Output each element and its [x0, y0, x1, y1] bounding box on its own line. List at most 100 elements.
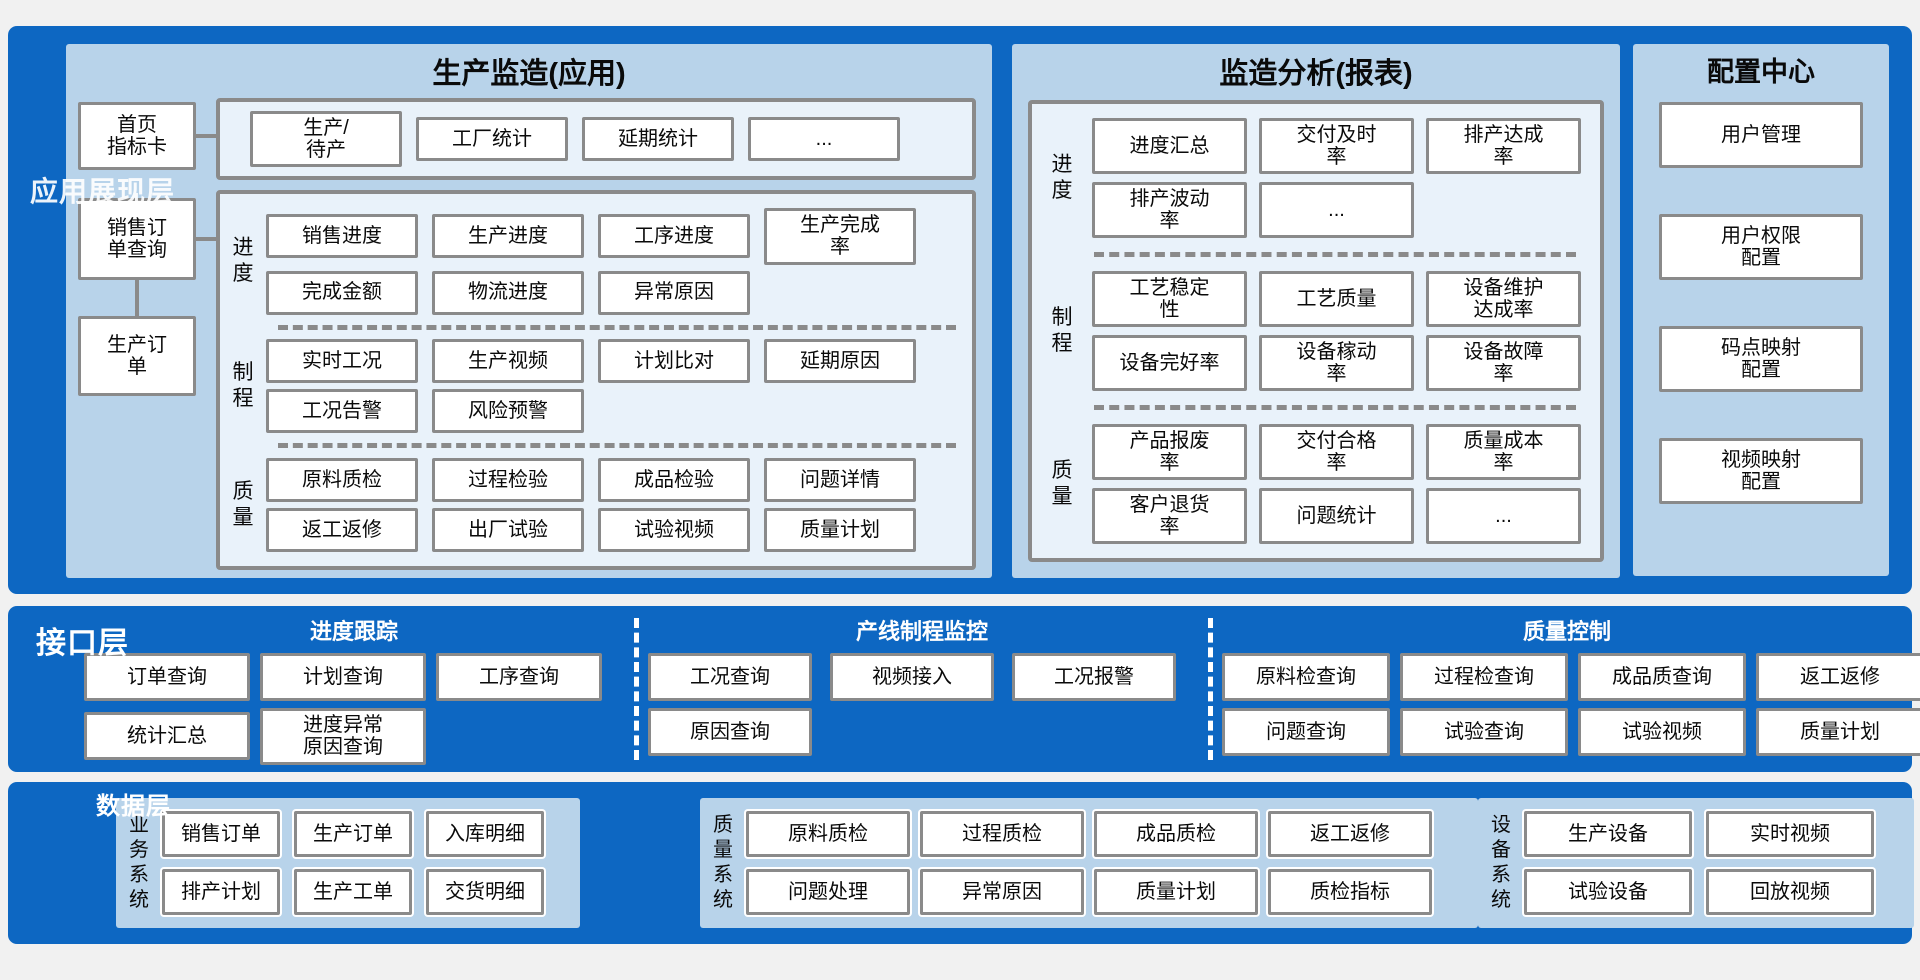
interface-box: 试验查询: [1400, 708, 1568, 756]
interface-group-progress-tracking: 进度跟踪 订单查询计划查询工序查询 统计汇总进度异常 原因查询: [84, 614, 624, 772]
feature-box: 过程检验: [432, 458, 584, 503]
interface-box: 返工返修: [1756, 653, 1920, 701]
system-panel-business: 业务系统 销售订单生产订单入库明细 排产计划生产工单交货明细: [116, 798, 580, 928]
feature-box: 工厂统计: [416, 117, 568, 161]
metric-box: 设备故障 率: [1426, 335, 1581, 391]
interface-box: 工序查询: [436, 653, 602, 701]
interface-box: 问题查询: [1222, 708, 1390, 756]
config-item: 用户权限 配置: [1659, 214, 1863, 280]
feature-box: 计划比对: [598, 339, 750, 384]
presentation-layer-band: 应用展现层 生产监造(应用) 首页 指标卡 销售订 单查询 生产订 单 生产/ …: [8, 26, 1912, 594]
section-progress: 进度 销售进度生产进度工序进度生产完成 率 完成金额物流进度异常原因: [220, 207, 972, 315]
box-row: 原料检查询过程检查询成品质查询返工返修: [1222, 653, 1920, 701]
dashed-separator: [1094, 252, 1576, 257]
box-row: 工况告警风险预警: [266, 389, 916, 434]
config-center-title: 配置中心: [1707, 57, 1815, 87]
metric-box: 质量成本 率: [1426, 424, 1581, 480]
data-source-box: 问题处理: [746, 869, 910, 915]
box-row: 问题查询试验查询试验视频质量计划: [1222, 708, 1920, 756]
system-label: 设备系统: [1491, 814, 1511, 911]
dashed-separator: [278, 443, 956, 449]
overview-row-panel: 生产/ 待产工厂统计延期统计...: [216, 98, 976, 180]
interface-layer-label: 接口层: [36, 627, 129, 660]
presentation-layer-label: 应用展现层: [30, 176, 176, 207]
data-source-box: 成品质检: [1094, 811, 1258, 857]
feature-box: 完成金额: [266, 270, 418, 315]
metric-box: 设备稼动 率: [1259, 335, 1414, 391]
connector-line: [135, 280, 139, 316]
analysis-report-title: 监造分析(报表): [1219, 58, 1413, 90]
group-title: 质量控制: [1522, 619, 1611, 644]
group-title: 进度跟踪: [309, 619, 398, 644]
metric-box: 排产波动 率: [1092, 182, 1247, 238]
feature-box: 出厂试验: [432, 508, 584, 553]
feature-box: 生产完成 率: [764, 207, 916, 265]
box-row: 统计汇总进度异常 原因查询: [84, 708, 624, 765]
interface-box: 过程检查询: [1400, 653, 1568, 701]
interface-box: 工况报警: [1012, 653, 1176, 701]
feature-box: 试验视频: [598, 508, 750, 553]
box-row: 生产设备实时视频: [1524, 811, 1874, 857]
interface-box: 计划查询: [260, 653, 426, 701]
box-row: 排产波动 率...: [1092, 182, 1581, 238]
data-source-box: 质量计划: [1094, 869, 1258, 915]
config-item: 码点映射 配置: [1659, 326, 1863, 392]
box-row: 实时工况生产视频计划比对延期原因: [266, 339, 916, 384]
interface-box: 质量计划: [1756, 708, 1920, 756]
section-label: 制程: [232, 361, 254, 411]
section-label: 质量: [1051, 458, 1073, 508]
section-progress: 进度 进度汇总交付及时 率排产达成 率 排产波动 率...: [1032, 118, 1600, 238]
metric-box: 设备完好率: [1092, 335, 1247, 391]
feature-box: 实时工况: [266, 339, 418, 384]
interface-box: 原因查询: [648, 708, 812, 756]
metric-box: 工艺稳定 性: [1092, 271, 1247, 327]
connector-line: [196, 237, 218, 241]
system-label: 质量系统: [713, 814, 733, 911]
system-panel-quality: 质量系统 原料质检过程质检成品质检返工返修 问题处理异常原因质量计划质检指标: [700, 798, 1478, 928]
data-source-box: 生产订单: [294, 811, 412, 857]
feature-box: 成品检验: [598, 458, 750, 503]
data-source-box: 试验设备: [1524, 869, 1692, 915]
feature-box: 返工返修: [266, 508, 418, 553]
interface-box: 试验视频: [1578, 708, 1746, 756]
feature-box: 延期原因: [764, 339, 916, 384]
dashed-vertical-divider: [1208, 618, 1213, 760]
data-source-box: 过程质检: [920, 811, 1084, 857]
box-row: 试验设备回放视频: [1524, 869, 1874, 915]
data-source-box: 返工返修: [1268, 811, 1432, 857]
section-label: 进度: [1051, 152, 1073, 202]
data-layer-band: 数据层 业务系统 销售订单生产订单入库明细 排产计划生产工单交货明细 质量系统 …: [8, 782, 1914, 944]
box-row: 完成金额物流进度异常原因: [266, 270, 916, 315]
feature-box: 销售进度: [266, 214, 418, 259]
box-row: 排产计划生产工单交货明细: [162, 869, 544, 915]
metric-box: ...: [1259, 182, 1414, 238]
data-source-box: 生产设备: [1524, 811, 1692, 857]
box-row: 设备完好率设备稼动 率设备故障 率: [1092, 335, 1581, 391]
box-row: 原料质检过程检验成品检验问题详情: [266, 458, 916, 503]
section-label: 质量: [232, 479, 254, 530]
dashed-separator: [278, 324, 956, 330]
feature-box: ...: [748, 117, 900, 161]
nav-card-sales-order-query: 销售订 单查询: [78, 198, 196, 280]
data-source-box: 销售订单: [162, 811, 280, 857]
detail-panel: 进度 销售进度生产进度工序进度生产完成 率 完成金额物流进度异常原因 制程 实时…: [216, 190, 976, 570]
box-row: 销售进度生产进度工序进度生产完成 率: [266, 207, 916, 265]
system-panel-equipment: 设备系统 生产设备实时视频 试验设备回放视频: [1478, 798, 1914, 928]
feature-box: 异常原因: [598, 270, 750, 315]
metric-box: 设备维护 达成率: [1426, 271, 1581, 327]
interface-box: 工况查询: [648, 653, 812, 701]
interface-box: 视频接入: [830, 653, 994, 701]
data-source-box: 异常原因: [920, 869, 1084, 915]
metric-box: 工艺质量: [1259, 271, 1414, 327]
box-row: 返工返修出厂试验试验视频质量计划: [266, 508, 916, 553]
data-source-box: 交货明细: [426, 869, 544, 915]
group-title: 产线制程监控: [855, 619, 988, 644]
box-row: 进度汇总交付及时 率排产达成 率: [1092, 118, 1581, 174]
analysis-report-panel: 监造分析(报表) 进度 进度汇总交付及时 率排产达成 率 排产波动 率... 制…: [1012, 44, 1620, 578]
section-quality: 质量 产品报废 率交付合格 率质量成本 率 客户退货 率问题统计...: [1032, 424, 1600, 544]
data-layer-label: 数据层: [96, 793, 171, 820]
interface-box: 进度异常 原因查询: [260, 708, 426, 765]
analysis-detail-panel: 进度 进度汇总交付及时 率排产达成 率 排产波动 率... 制程 工艺稳定 性工…: [1028, 100, 1604, 562]
feature-box: 原料质检: [266, 458, 418, 503]
data-source-box: 入库明细: [426, 811, 544, 857]
